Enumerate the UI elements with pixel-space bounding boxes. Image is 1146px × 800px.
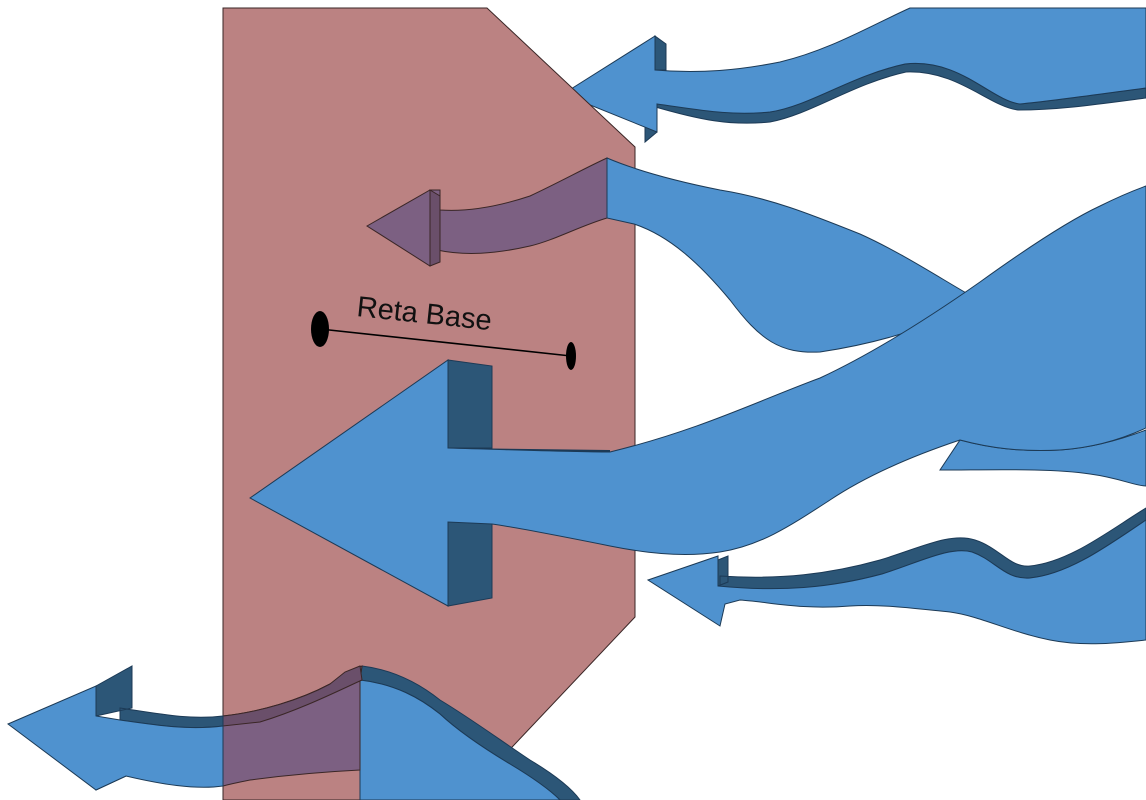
bottom-arrow-face-left	[7, 685, 224, 791]
big-arrow-head-side-bottom	[447, 521, 493, 607]
lower-arrow-face	[646, 519, 1146, 645]
bottom-arrow-behind-side	[222, 665, 363, 727]
big-arrow	[249, 185, 1146, 607]
bottom-arrow-face-right	[359, 679, 561, 800]
reta-base-point-right	[566, 342, 576, 370]
top-arrow	[561, 7, 1146, 144]
reta-base-line	[319, 328, 572, 357]
big-arrow-face	[249, 185, 1146, 607]
top-arrow-face	[561, 7, 1146, 133]
second-arrow-behind-side	[429, 189, 441, 267]
big-arrow-head-side-top	[447, 359, 493, 449]
lower-arrow	[646, 507, 1146, 645]
bottom-arrow	[7, 665, 581, 800]
reta-base-point-left	[311, 311, 329, 347]
second-arrow	[366, 157, 969, 353]
